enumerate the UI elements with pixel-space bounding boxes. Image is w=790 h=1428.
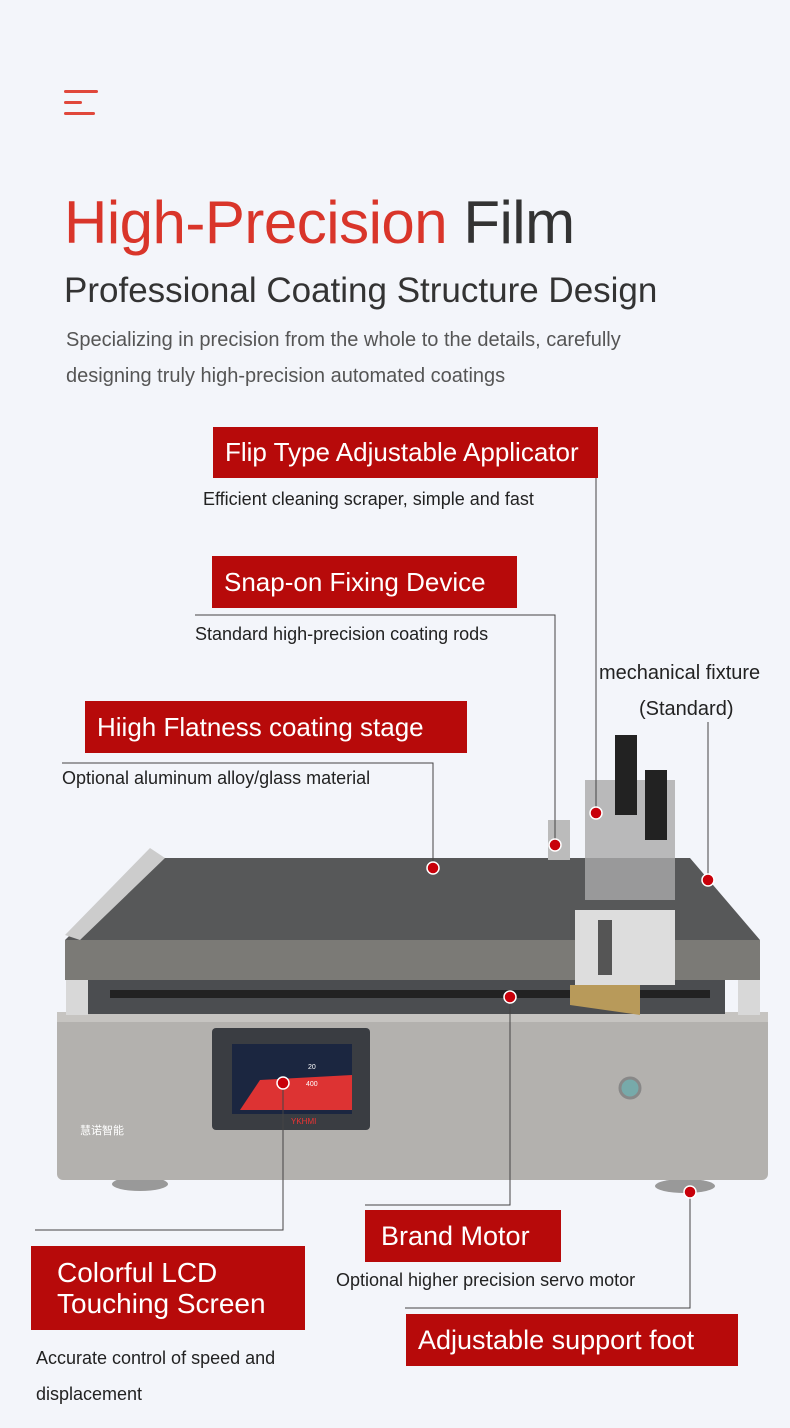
- feature-detail-applicator: Efficient cleaning scraper, simple and f…: [203, 489, 534, 509]
- feature-label-snap-on: Snap-on Fixing Device: [212, 556, 517, 608]
- svg-text:YKHMI: YKHMI: [291, 1117, 316, 1126]
- svg-text:20: 20: [308, 1064, 316, 1071]
- feature-label-stage: Hiigh Flatness coating stage: [85, 701, 467, 753]
- feature-detail-motor: Optional higher precision servo motor: [336, 1270, 636, 1290]
- feature-label-support-foot: Adjustable support foot: [406, 1314, 738, 1366]
- feature-detail-snap-on: Standard high-precision coating rods: [195, 624, 489, 644]
- feature-detail-stage: Optional aluminum alloy/glass material: [62, 768, 371, 788]
- feature-detail-fixture: (Standard): [639, 698, 734, 720]
- page-title: High-Precision Film: [64, 189, 575, 256]
- hamburger-menu-icon[interactable]: [64, 90, 100, 116]
- feature-label-applicator: Flip Type Adjustable Applicator: [213, 427, 598, 478]
- feature-label-fixture: mechanical fixture: [599, 662, 761, 684]
- machine-brand-logo: 慧诺智能: [80, 1125, 124, 1137]
- page-subtitle: Professional Coating Structure Design: [64, 271, 658, 310]
- page-description: Specializing in precision from the whole…: [66, 329, 621, 387]
- feature-label-motor: Brand Motor: [365, 1210, 561, 1262]
- svg-text:400: 400: [306, 1081, 318, 1088]
